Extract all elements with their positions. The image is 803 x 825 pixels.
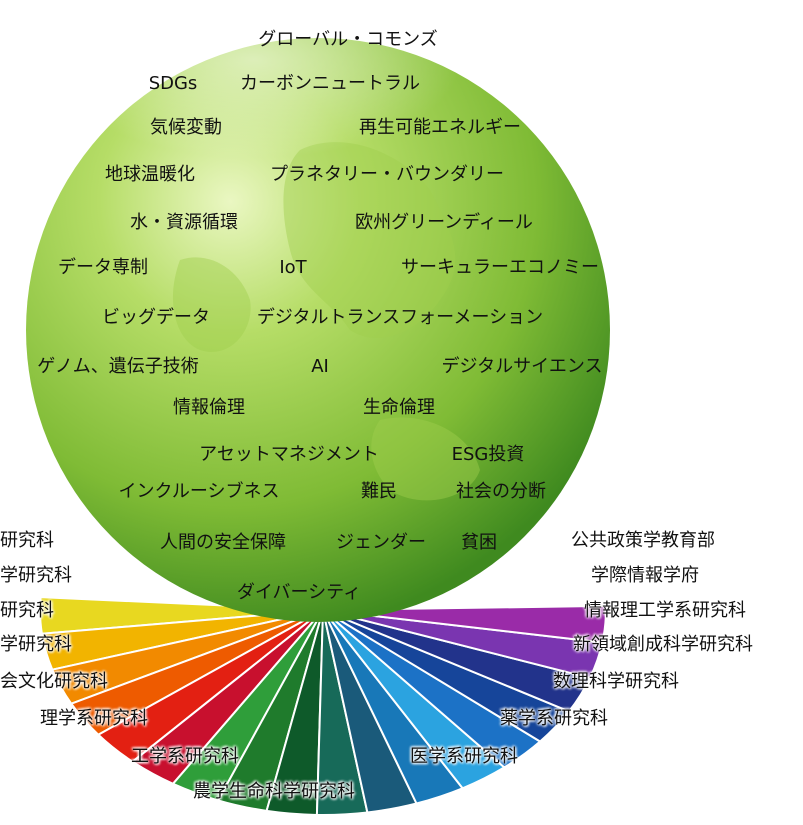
sphere-keyword: 水・資源循環 — [130, 212, 238, 233]
sphere-keyword: 気候変動 — [150, 117, 222, 138]
department-label-left: 工学系研究科 — [131, 746, 239, 767]
sphere-keyword: プラネタリー・バウンダリー — [270, 164, 504, 185]
department-label-right: 数理科学研究科 — [553, 671, 679, 692]
department-label-right: 医学系研究科 — [410, 746, 518, 767]
sphere-keyword: デジタルトランスフォーメーション — [256, 307, 544, 328]
sphere-keyword: アセットマネジメント — [199, 444, 379, 465]
sphere-keyword: データ専制 — [58, 257, 148, 278]
department-label-left: 会文化研究科 — [0, 671, 108, 692]
sphere-keyword: ゲノム、遺伝子技術 — [37, 356, 199, 377]
sphere-keyword: 人間の安全保障 — [160, 532, 286, 553]
sphere-keyword: 社会の分断 — [456, 481, 546, 502]
department-label-right: 情報理工学系研究科 — [584, 600, 746, 621]
wheel-segment — [322, 604, 607, 644]
sphere-keyword: AI — [311, 356, 329, 377]
sphere-keyword: 再生可能エネルギー — [359, 117, 521, 138]
sphere-keyword: 情報倫理 — [173, 397, 245, 418]
department-label-right: 学際情報学府 — [591, 565, 699, 586]
department-label-left: 研究科 — [0, 600, 54, 621]
sphere-keyword: ジェンダー — [336, 532, 426, 553]
department-label-right: 公共政策学教育部 — [571, 530, 715, 551]
globe-landmass — [172, 142, 480, 501]
sphere-keyword: 地球温暖化 — [105, 164, 195, 185]
sphere-keyword: インクルーシブネス — [118, 481, 280, 502]
sphere-keyword: 貧困 — [461, 532, 497, 553]
sphere-keyword: ビッグデータ — [102, 307, 210, 328]
sphere-keyword: 欧州グリーンディール — [355, 212, 533, 233]
sphere-keyword: ESG投資 — [451, 444, 525, 465]
sphere-keyword: SDGs — [148, 73, 198, 94]
sphere-keyword: IoT — [279, 257, 307, 278]
department-label-right: 新領域創成科学研究科 — [573, 634, 753, 655]
sphere-keyword: グローバル・コモンズ — [258, 29, 438, 50]
sphere-keyword: サーキュラーエコノミー — [401, 257, 599, 278]
department-label-left: 学研究科 — [0, 634, 72, 655]
department-label-left: 学研究科 — [0, 565, 72, 586]
sphere-keyword: 生命倫理 — [363, 397, 435, 418]
sphere-keyword: デジタルサイエンス — [441, 356, 603, 377]
department-label-left: 農学生命科学研究科 — [193, 781, 355, 802]
globe-shine — [70, 20, 530, 240]
department-label-right: 薬学系研究科 — [500, 708, 608, 729]
sphere-keyword: ダイバーシティ — [236, 582, 362, 603]
department-label-left: 理学系研究科 — [40, 708, 148, 729]
sphere-keyword: 難民 — [361, 481, 397, 502]
sphere-keyword: カーボンニュートラル — [240, 73, 420, 94]
department-label-left: 研究科 — [0, 530, 54, 551]
